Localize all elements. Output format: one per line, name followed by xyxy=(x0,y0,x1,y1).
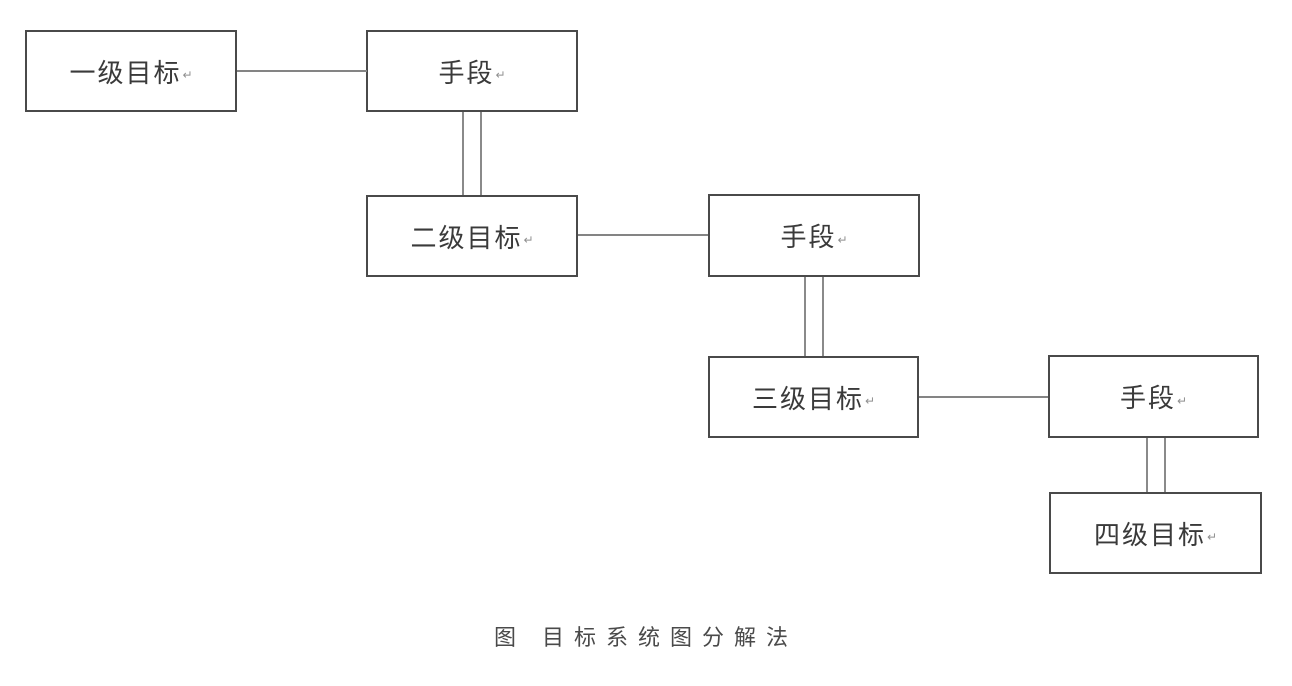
connector-level2-to-means2 xyxy=(578,234,708,236)
paragraph-return-icon: ↵ xyxy=(1206,530,1218,544)
connector-level3-to-means3 xyxy=(919,396,1048,398)
box-level4-goal: 四级目标 ↵ xyxy=(1049,492,1262,574)
box-means-1: 手段 ↵ xyxy=(366,30,578,112)
paragraph-return-icon: ↵ xyxy=(495,68,506,82)
figure-caption-title: 目标系统图分解法 xyxy=(542,626,799,651)
box-level3-goal: 三级目标 ↵ xyxy=(708,356,919,438)
box-level1-goal-label: 一级目标 xyxy=(69,58,182,89)
paragraph-return-icon: ↵ xyxy=(1176,393,1188,408)
box-means-3: 手段 ↵ xyxy=(1048,355,1259,438)
connector-means1-to-level2 xyxy=(462,112,482,195)
paragraph-return-icon: ↵ xyxy=(182,68,193,82)
box-level3-goal-label: 三级目标 xyxy=(751,384,864,415)
box-level2-goal: 二级目标 ↵ xyxy=(366,195,578,277)
box-means-2: 手段 ↵ xyxy=(708,194,920,277)
box-level4-goal-label: 四级目标 xyxy=(1093,520,1206,551)
figure-caption-prefix: 图 xyxy=(493,626,516,651)
box-means-2-label: 手段 xyxy=(780,223,837,253)
connector-means2-to-level3 xyxy=(804,277,824,356)
figure-caption: 图 目标系统图分解法 xyxy=(0,620,1292,652)
paragraph-return-icon: ↵ xyxy=(864,394,876,408)
box-means-3-label: 手段 xyxy=(1119,384,1176,414)
paragraph-return-icon: ↵ xyxy=(837,232,848,247)
paragraph-return-icon: ↵ xyxy=(523,233,534,247)
box-means-1-label: 手段 xyxy=(438,58,495,89)
connector-means3-to-level4 xyxy=(1146,438,1166,492)
box-level1-goal: 一级目标 ↵ xyxy=(25,30,237,112)
connector-level1-to-means1 xyxy=(237,70,367,72)
box-level2-goal-label: 二级目标 xyxy=(410,223,523,254)
